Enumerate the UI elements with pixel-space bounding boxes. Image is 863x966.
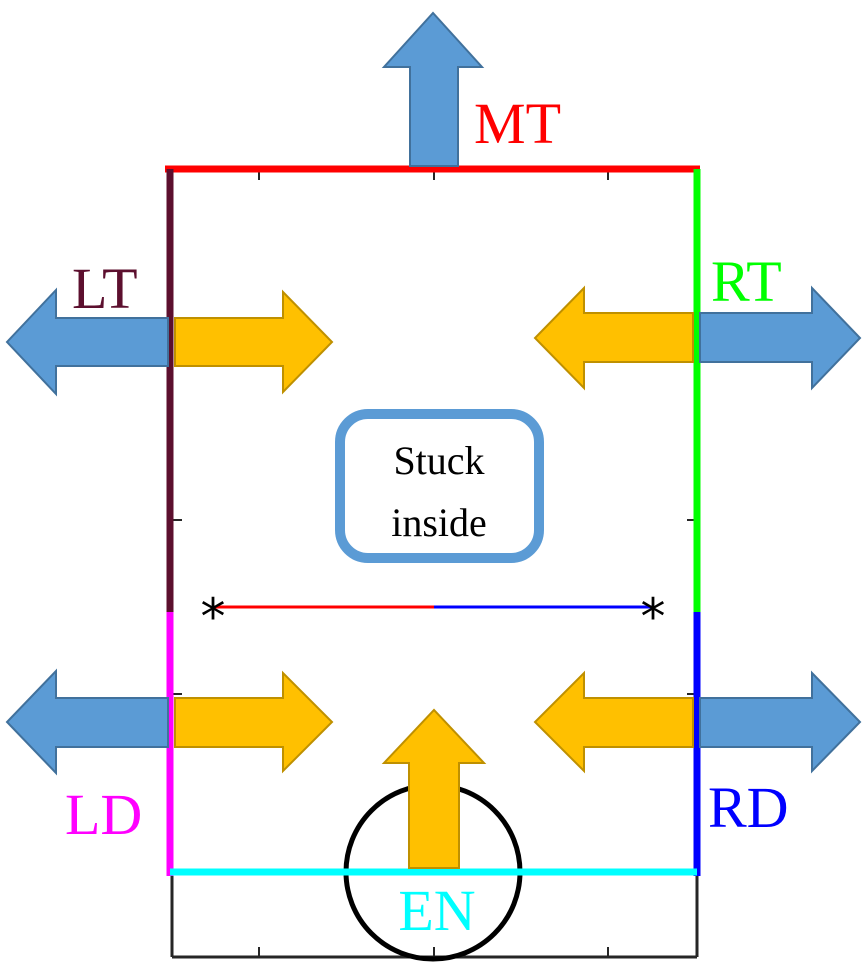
arrow-left-from-rd [533,670,694,774]
arrow-left-lt [5,287,169,397]
label-mt: MT [474,91,561,156]
inward-arrows [174,285,694,869]
stuck-inside-line2: inside [391,500,487,545]
label-rt: RT [711,249,782,314]
arrow-right-from-ld [174,670,334,774]
label-rd: RD [708,775,789,840]
marker-left: * [201,588,226,646]
outward-arrows [5,11,862,776]
stuck-inside-line1: Stuck [393,438,484,483]
arrow-up-from-en [381,708,487,869]
label-en: EN [398,878,475,943]
label-lt: LT [72,256,138,321]
arrow-left-from-rt [533,285,694,391]
label-ld: LD [65,782,142,847]
arrow-right-rd [699,670,862,774]
arrow-left-ld [5,668,169,776]
arrow-right-rt [699,285,862,391]
arrow-right-from-lt [174,289,334,395]
arrow-up-mt [381,11,485,167]
marker-right: * [641,588,666,646]
stuck-inside-box [335,409,544,563]
